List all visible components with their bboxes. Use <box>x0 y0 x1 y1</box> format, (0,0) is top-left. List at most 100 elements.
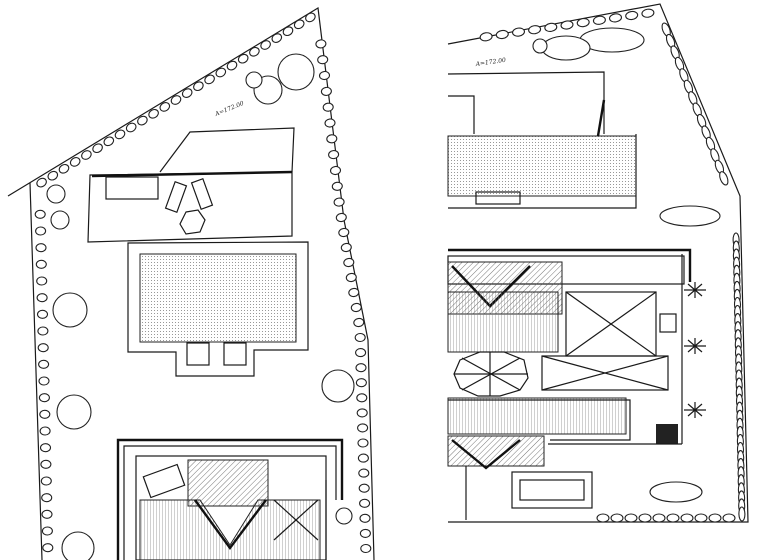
hedge-shrub <box>625 10 639 21</box>
hedge-shrub <box>343 257 355 268</box>
right-area-label: A=172.00 <box>474 57 506 68</box>
hedge-shrub <box>282 26 294 37</box>
hedge-shrub <box>159 102 171 112</box>
hedge-shrub <box>338 227 350 238</box>
pool-stair-right <box>223 342 247 366</box>
palm-icons <box>684 282 706 418</box>
hedge-shrub <box>41 526 53 536</box>
right-trees <box>532 27 721 503</box>
hedge-shrub <box>680 513 694 523</box>
hedge-shrub <box>322 102 334 112</box>
hedge-shrub <box>237 53 249 64</box>
hedge-shrub <box>357 438 369 448</box>
hedge-shrub <box>719 171 729 186</box>
hedge-shrub <box>356 408 368 418</box>
upper-terrace <box>87 127 295 243</box>
hedge-shrub <box>708 513 722 523</box>
hedge-shrub <box>35 259 47 269</box>
hedge-shrub <box>38 359 50 369</box>
hedge-shrub <box>596 513 610 523</box>
hedge-shrub <box>193 81 204 92</box>
hedge-shrub <box>317 55 329 65</box>
hedge-shrub <box>36 293 48 303</box>
left-house <box>116 438 344 560</box>
hedge-shrub <box>39 409 51 419</box>
hedge-shrub <box>495 29 509 40</box>
hedge-shrub <box>652 513 666 523</box>
hedge-shrub <box>114 129 126 140</box>
hedge-shrub <box>41 493 53 503</box>
hedge-shrub <box>35 226 47 236</box>
hedge-shrub <box>340 242 352 253</box>
hedge-shrub <box>137 115 148 126</box>
hedge-shrub <box>42 543 54 553</box>
tree-top-left <box>46 184 66 204</box>
hedge-shrub <box>92 143 103 154</box>
garden-stair <box>105 176 159 200</box>
hedge-shrub <box>69 157 81 167</box>
hedge-shrub <box>40 476 52 486</box>
hedge-shrub <box>666 513 680 523</box>
hedge-shrub <box>354 332 366 343</box>
hedge-shrub <box>38 376 50 386</box>
hedge-shrub <box>610 513 624 523</box>
hedge-shrub <box>58 163 70 174</box>
tree-right-bottom <box>649 481 703 503</box>
hedge-shrub <box>738 506 746 522</box>
hedge-shrub <box>215 67 227 78</box>
hedge-shrub <box>624 513 638 523</box>
tree-top-left-2 <box>50 210 70 230</box>
hedge-shrub <box>125 122 137 133</box>
tree-bottom-left <box>61 531 95 560</box>
hedge-shrub <box>328 150 340 160</box>
hedge-shrub <box>544 22 558 33</box>
hedge-shrub <box>345 272 357 283</box>
right-house <box>447 248 692 520</box>
hedge-shrub <box>36 276 48 286</box>
hedge-shrub <box>41 509 53 519</box>
tree-cluster-top <box>245 53 315 105</box>
hedge-shrub <box>358 483 370 493</box>
hedge-shrub <box>170 95 182 105</box>
hedge-shrub <box>355 363 367 373</box>
hedge-shrub <box>359 528 371 538</box>
right-site-plan: A=172.00 <box>447 3 749 523</box>
hedge-shrub <box>320 86 332 96</box>
hedge-shrub <box>35 243 47 253</box>
right-hedge <box>479 8 746 523</box>
hedge-shrub <box>37 343 49 353</box>
hedge-shrub <box>360 543 372 554</box>
hedge-shrub <box>318 70 331 81</box>
hedge-shrub <box>329 165 342 176</box>
pool-stair-left <box>186 342 210 366</box>
hedge-shrub <box>355 378 367 388</box>
hedge-shrub <box>357 453 369 463</box>
left-site-plan: A=172.00 <box>7 7 375 560</box>
hedge-shrub <box>36 177 47 188</box>
hedge-shrub <box>36 309 49 319</box>
hedge-shrub <box>103 136 115 147</box>
hedge-shrub <box>641 8 655 18</box>
hedge-shrub <box>694 513 708 523</box>
hedge-shrub <box>528 25 542 35</box>
hedge-shrub <box>315 39 327 49</box>
hedge-shrub <box>39 443 52 453</box>
hedge-shrub <box>592 15 606 25</box>
hedge-shrub <box>47 170 59 181</box>
tree-left-low <box>56 394 92 430</box>
tree-right-mid-top <box>659 205 721 227</box>
left-hedge <box>34 12 372 554</box>
hedge-shrub <box>204 74 215 85</box>
hedge-shrub <box>350 302 362 313</box>
hedge-shrub <box>331 181 343 191</box>
hedge-shrub <box>260 40 271 50</box>
hedge-shrub <box>226 60 238 71</box>
hedge-shrub <box>722 513 736 523</box>
hedge-shrub <box>81 150 92 160</box>
hedge-shrub <box>359 513 371 523</box>
hedge-shrub <box>37 326 49 336</box>
hedge-shrub <box>305 12 316 23</box>
hedge-shrub <box>479 32 493 42</box>
right-upper-terrace <box>447 71 637 209</box>
